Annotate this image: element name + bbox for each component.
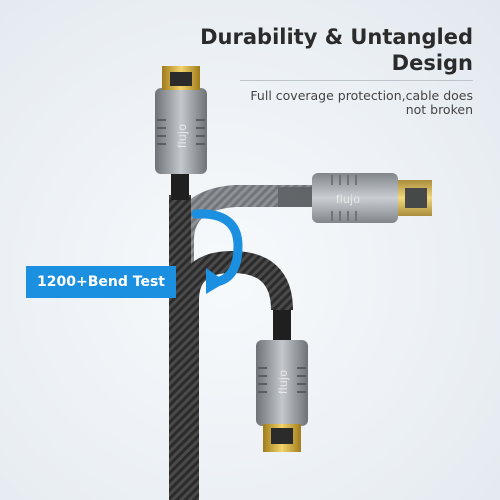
ghost-connector-housing [312, 173, 398, 223]
ghost-strain-relief [278, 187, 316, 207]
strain-relief [171, 172, 189, 200]
bottom-brand-label: flujo [276, 369, 290, 394]
bottom-strain-relief [273, 310, 291, 342]
ghost-brand-label: flujo [336, 192, 361, 206]
bottom-connector-housing [256, 340, 308, 426]
curved-arrow-icon [191, 209, 243, 294]
bend-test-badge: 1200+Bend Test [26, 266, 176, 298]
bent-cable: flujo [177, 250, 308, 500]
headline-line-1: Durability & Untangled [200, 25, 473, 49]
subheadline-line-1: Full coverage protection,cable does [250, 88, 473, 103]
bent-cable-ghost: flujo [172, 173, 432, 500]
subheadline-line-2: not broken [405, 102, 473, 117]
divider [240, 80, 473, 81]
subheadline: Full coverage protection,cable does not … [233, 89, 473, 117]
headline: Durability & Untangled Design [173, 24, 473, 76]
top-connector-housing [155, 88, 207, 174]
headline-line-2: Design [391, 51, 473, 75]
top-brand-label: flujo [175, 123, 189, 148]
